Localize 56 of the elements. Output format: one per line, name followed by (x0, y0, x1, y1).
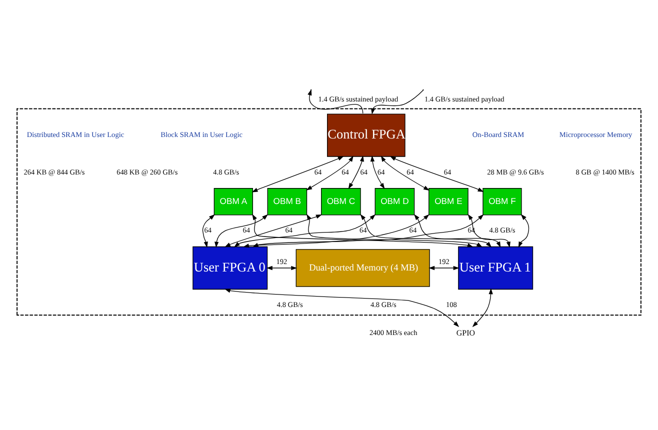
arrow (306, 156, 354, 190)
node-box: OBM B (267, 188, 308, 216)
edge-label: 192 (438, 256, 450, 266)
arrow (252, 156, 344, 192)
label: Block SRAM in User Logic (160, 130, 243, 140)
node-box: Control FPGA (327, 114, 406, 157)
node-box: OBM D (374, 188, 415, 216)
label: 2400 MB/s each (369, 328, 418, 338)
label: 28 MB @ 9.6 GB/s (487, 167, 544, 176)
node-box: OBM E (428, 188, 468, 216)
edge-label: 64 (314, 167, 322, 176)
node-box: OBM F (482, 188, 522, 216)
arrow (380, 156, 430, 191)
edge-label: 64 (377, 167, 385, 176)
arrow (214, 214, 268, 248)
edge-label: 1.4 GB/s sustained payload (318, 94, 398, 104)
arrow (371, 90, 424, 114)
edge-label: 192 (276, 256, 288, 266)
arrow (428, 266, 460, 270)
edge-label: 64 (342, 167, 349, 176)
arrow (348, 156, 364, 190)
arrow (202, 214, 215, 248)
edge-label: 64 (444, 167, 452, 176)
label: Distributed SRAM in User Logic (26, 130, 124, 140)
arrow (414, 214, 501, 248)
arrow (518, 214, 530, 248)
label: 264 KB @ 844 GB/s (24, 167, 85, 176)
edge-label: 64 (360, 226, 367, 235)
label: On-Board SRAM (472, 130, 524, 140)
edge-label: 64 (360, 167, 368, 176)
arrow (266, 266, 298, 270)
node-box: User FPGA 1 (458, 246, 534, 290)
edge-label: 64 (285, 226, 292, 235)
node-box: OBM C (321, 188, 361, 216)
node-box: User FPGA 0 (192, 246, 268, 290)
arrow (468, 214, 510, 248)
edge-label: 64 (242, 226, 250, 235)
label: 8 GB @ 1400 MB/s (576, 167, 634, 176)
label: 4.8 GB/s (489, 226, 516, 235)
edge-label: 64 (204, 226, 212, 235)
arrow (224, 288, 460, 328)
label: 4.8 GB/s (213, 167, 240, 176)
edge-label: 108 (446, 300, 457, 310)
edge-label: 64 (406, 167, 414, 176)
arrow (370, 156, 385, 190)
node-box: Dual-ported Memory (4 MB) (296, 249, 430, 287)
arrow (360, 214, 492, 248)
edge-label: 64 (409, 226, 417, 235)
node-box: OBM A (214, 188, 253, 216)
label: Microprocessor Memory (559, 130, 632, 140)
arrow (390, 156, 484, 192)
edge-label: 1.4 GB/s sustained payload (424, 94, 504, 104)
arrow (472, 288, 493, 328)
label: 4.8 GB/s (276, 300, 303, 310)
label: 4.8 GB/s (370, 300, 396, 310)
label: 648 KB @ 260 GB/s (116, 167, 178, 176)
